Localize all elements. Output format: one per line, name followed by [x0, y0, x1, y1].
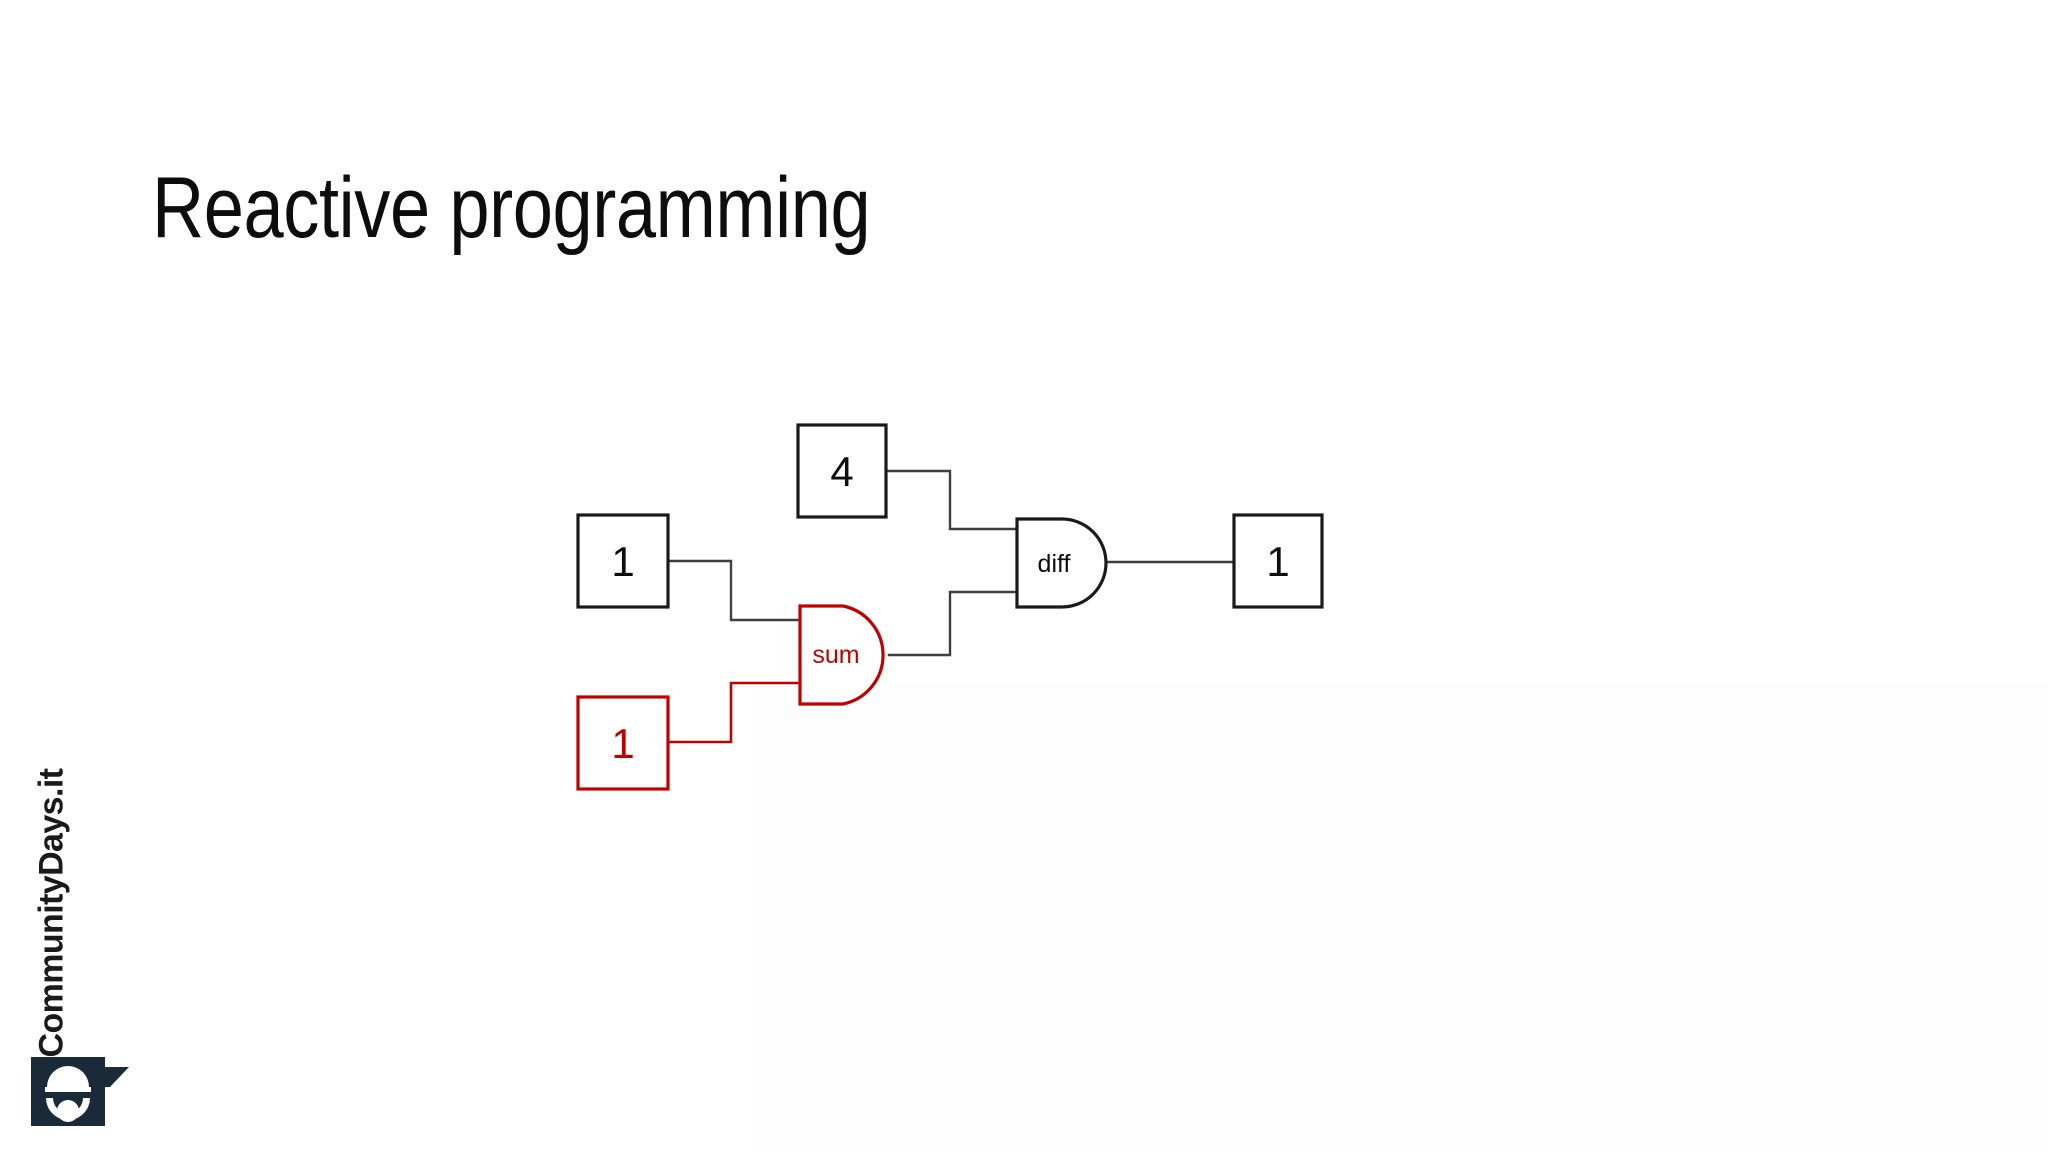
value-box-rect	[576, 513, 670, 609]
edge-input-a-to-sum	[666, 559, 803, 622]
node-input-a-label: 1	[611, 538, 634, 585]
edge-input-b-to-sum	[666, 681, 803, 744]
node-input-a[interactable]: 1	[576, 513, 670, 609]
node-output[interactable]: 1	[1232, 513, 1324, 609]
node-output-label: 1	[1266, 538, 1289, 585]
edge-input-four-to-diff	[884, 469, 1020, 531]
and-gate-shape	[1015, 517, 1108, 609]
node-input-four-label: 4	[830, 448, 853, 495]
brand-watermark: CommunityDays.it	[30, 660, 129, 1152]
page-title: Reactive programming	[152, 159, 871, 256]
value-box-rect	[796, 423, 888, 519]
value-box-rect	[1232, 513, 1324, 609]
node-gate-diff[interactable]: diff	[1015, 517, 1108, 609]
node-gate-sum-label: sum	[812, 641, 859, 669]
node-gate-diff-label: diff	[1038, 550, 1071, 578]
node-gate-sum[interactable]: sum	[798, 604, 885, 706]
and-gate-shape	[798, 604, 885, 706]
communitydays-logo-icon	[30, 1055, 132, 1127]
edge-sum-to-diff	[887, 590, 1020, 657]
brand-name: CommunityDays.it	[32, 768, 71, 1058]
node-input-b[interactable]: 1	[576, 695, 670, 791]
node-input-b-label: 1	[611, 720, 634, 767]
value-box-rect	[576, 695, 670, 791]
node-input-four[interactable]: 4	[796, 423, 888, 519]
